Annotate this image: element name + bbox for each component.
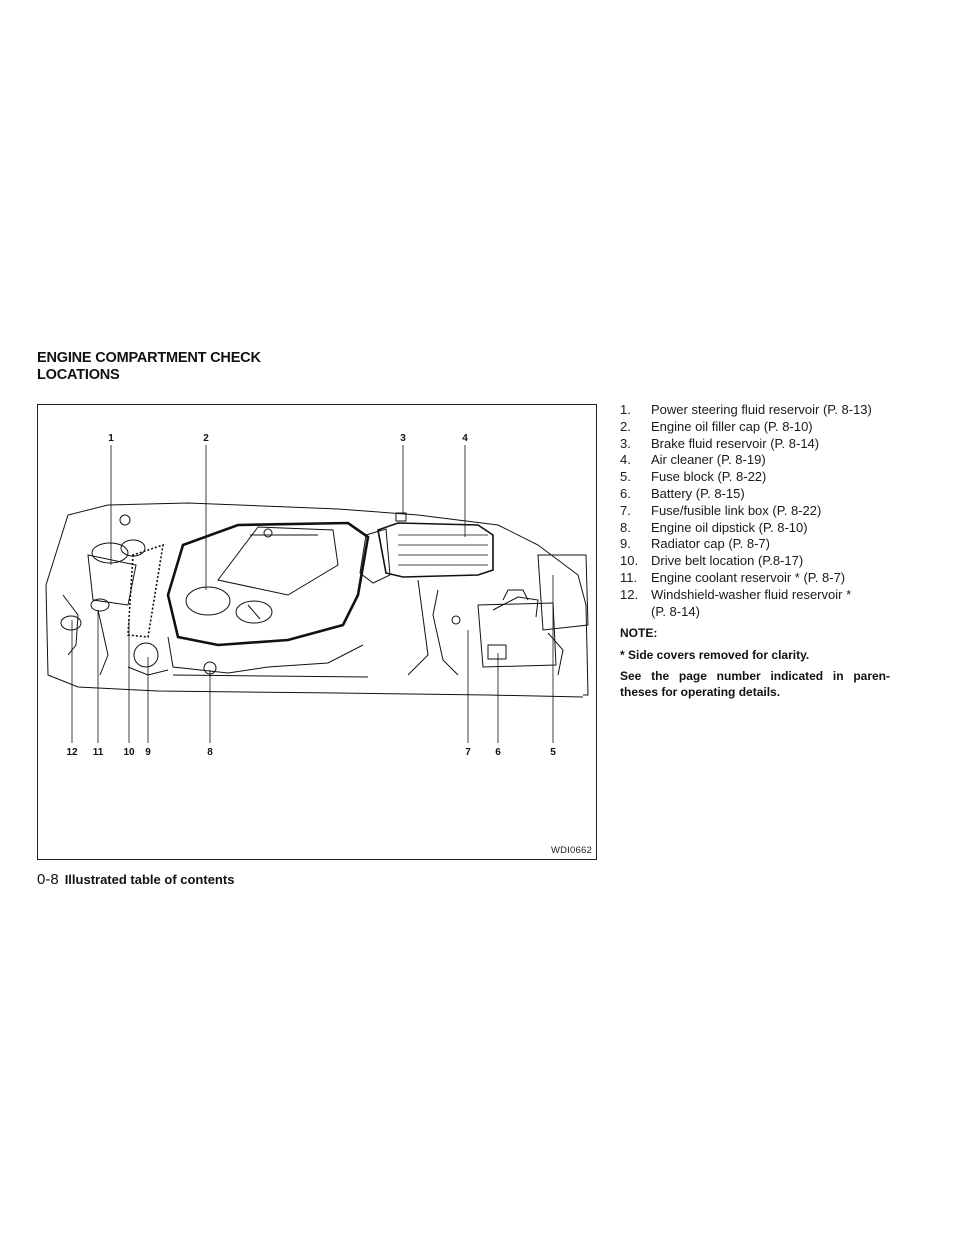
legend-number: 3. [620,435,631,451]
section-title-line1: ENGINE COMPARTMENT CHECK [37,350,261,366]
legend-item: 10. Drive belt location (P.8-17) [620,553,895,570]
callout-11: 11 [92,747,104,758]
page-footer: 0-8 Illustrated table of contents [37,871,234,888]
callout-4: 4 [462,433,468,444]
legend-number: 12. [620,586,639,602]
callout-5: 5 [550,747,556,758]
note-page-reference: See the page number indicated in paren- … [620,669,890,699]
callout-6: 6 [495,747,501,758]
legend-text: Power steering fluid reservoir (P. 8-13) [651,402,872,417]
note-side-covers: * Side covers removed for clarity. [620,647,810,662]
legend-text: Brake fluid reservoir (P. 8-14) [651,435,820,451]
legend-number: 6. [620,485,631,501]
legend-text: Engine oil filler cap (P. 8-10) [651,418,813,434]
callout-1: 1 [108,433,114,444]
legend-number: 7. [620,502,631,518]
legend-text: Engine coolant reservoir * (P. 8-7) [651,569,846,585]
legend-item: 7. Fuse/fusible link box (P. 8-22) [620,503,895,520]
section-title-line2: LOCATIONS [37,367,120,383]
legend-text: Fuse/fusible link box (P. 8-22) [651,502,822,518]
footer-section-title: Illustrated table of contents [64,872,235,887]
callout-3: 3 [400,433,406,444]
legend-text: Windshield-washer fluid reservoir * [651,586,852,602]
legend-item: 4. Air cleaner (P. 8-19) [620,452,895,469]
legend-number: 2. [620,418,631,434]
legend-item: 2. Engine oil filler cap (P. 8-10) [620,419,895,436]
legend-text: Battery (P. 8-15) [651,485,745,501]
legend-item: (P. 8-14) [620,604,895,621]
page-number: 0-8 [37,871,59,888]
engine-compartment-figure: 1 2 3 4 12 11 10 9 8 7 6 5 WDI0662 [37,404,597,860]
callout-12: 12 [66,747,78,758]
legend-item: 12. Windshield-washer fluid reservoir * [620,587,895,604]
note-block: NOTE: * Side covers removed for clarity.… [620,626,890,706]
callout-9: 9 [145,747,151,758]
legend-number [620,604,651,621]
legend-list: 1. Power steering fluid reservoir (P. 8-1… [620,402,895,620]
section-title: ENGINE COMPARTMENT CHECK LOCATIONS [37,350,357,384]
legend-item: 5. Fuse block (P. 8-22) [620,469,895,486]
legend-number: 4. [620,452,631,468]
legend-item: 6. Battery (P. 8-15) [620,486,895,503]
legend-number: 11. [620,569,638,585]
legend-number: 9. [620,536,631,552]
callout-8: 8 [207,747,213,758]
legend-text: Fuse block (P. 8-22) [651,469,767,485]
engine-line-drawing [45,445,589,743]
legend-item: 8. Engine oil dipstick (P. 8-10) [620,520,895,537]
callout-7: 7 [465,747,471,758]
legend-number: 1. [620,402,631,417]
legend-item: 1. Power steering fluid reservoir (P. 8-1… [620,402,895,419]
legend-item: 11. Engine coolant reservoir * (P. 8-7) [620,570,895,587]
legend-text: (P. 8-14) [651,603,700,619]
legend-item: 3. Brake fluid reservoir (P. 8-14) [620,436,895,453]
callout-2: 2 [203,433,209,444]
callout-10: 10 [123,747,135,758]
legend-text: Drive belt location (P.8-17) [651,553,804,569]
legend-number: 5. [620,469,631,485]
figure-id: WDI0662 [550,845,592,856]
note-heading: NOTE: [620,626,658,640]
legend-number: 8. [620,519,631,535]
legend-number: 10. [620,553,639,569]
legend-item: 9. Radiator cap (P. 8-7) [620,536,895,553]
legend-text: Radiator cap (P. 8-7) [651,536,770,552]
legend-text: Air cleaner (P. 8-19) [651,452,766,468]
legend-text: Engine oil dipstick (P. 8-10) [651,519,808,535]
